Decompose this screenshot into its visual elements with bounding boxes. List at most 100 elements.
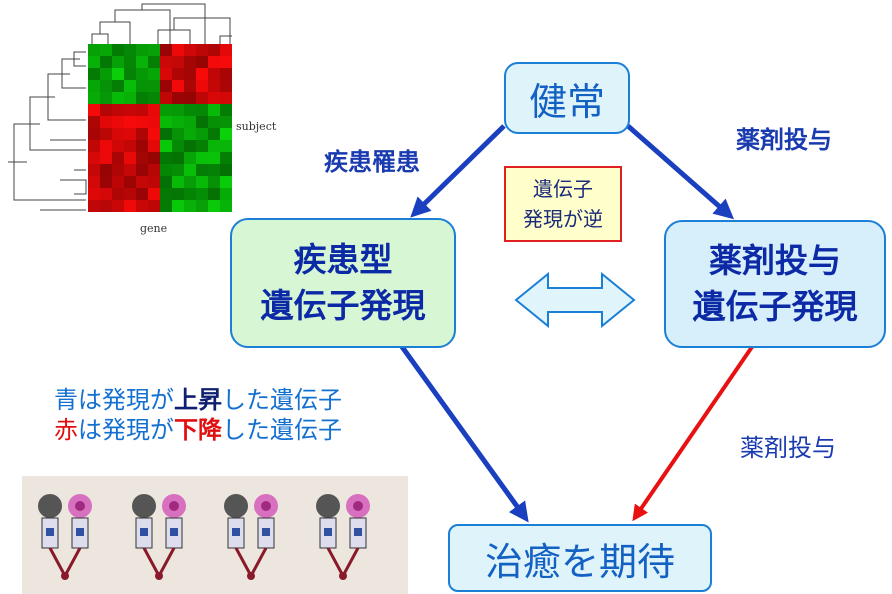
double-arrow-icon (514, 271, 636, 329)
heatmap-cell (220, 176, 232, 188)
heatmap-cell (100, 200, 112, 212)
heatmap-cell (148, 68, 160, 80)
heatmap-cell (160, 140, 172, 152)
arrow-drug-to-cure (632, 342, 756, 522)
heatmap-cell (112, 104, 124, 116)
heatmap-cell (100, 44, 112, 56)
heatmap-cell (148, 80, 160, 92)
heatmap-cell (208, 116, 220, 128)
heatmap-cell (208, 188, 220, 200)
heatmap-cell (208, 80, 220, 92)
heatmap-cell (100, 116, 112, 128)
heatmap-cell (124, 140, 136, 152)
heatmap-cell (112, 128, 124, 140)
heatmap-cell (220, 80, 232, 92)
heatmap-cell (196, 80, 208, 92)
edge-label-disease: 疾患罹患 (324, 148, 420, 176)
heatmap-cell (160, 200, 172, 212)
heatmap-cell (88, 176, 100, 188)
heatmap-cell (136, 188, 148, 200)
heatmap-cell (172, 188, 184, 200)
heatmap-cell (124, 152, 136, 164)
legend-line-up: 青は発現が上昇した遺伝子 (54, 386, 342, 414)
heatmap-cell (184, 140, 196, 152)
node-drug-line2: 遺伝子発現 (692, 287, 858, 326)
arrow-healthy-to-disease (410, 124, 506, 218)
heatmap-cell (112, 68, 124, 80)
heatmap-cell (88, 164, 100, 176)
node-disease-line2: 遺伝子発現 (260, 286, 426, 325)
heatmap-cell (220, 44, 232, 56)
heatmap-cell (172, 80, 184, 92)
heatmap-cell (184, 68, 196, 80)
heatmap-cell (160, 68, 172, 80)
heatmap-cell (196, 44, 208, 56)
node-drug-expression: 薬剤投与 遺伝子発現 (664, 220, 886, 348)
heatmap-cell (220, 200, 232, 212)
heatmap-cell (88, 152, 100, 164)
heatmap-cell (88, 44, 100, 56)
heatmap-cell (184, 44, 196, 56)
heatmap-cell (196, 164, 208, 176)
node-healthy: 健常 (504, 62, 630, 134)
heatmap-cell (196, 176, 208, 188)
heatmap-cell (136, 80, 148, 92)
heatmap-cell (100, 140, 112, 152)
heatmap-cell (112, 80, 124, 92)
heatmap-cell (172, 152, 184, 164)
heatmap-cell (196, 56, 208, 68)
heatmap-cell (172, 92, 184, 104)
heatmap-cell (136, 104, 148, 116)
heatmap-cell (100, 188, 112, 200)
heatmap-cell (112, 200, 124, 212)
node-cure-label: 治癒を期待 (484, 539, 675, 584)
heatmap-cell (148, 176, 160, 188)
heatmap-cell (112, 116, 124, 128)
heatmap-x-label: gene (140, 222, 168, 235)
heatmap-cell (100, 104, 112, 116)
receptor-pair (316, 494, 370, 580)
heatmap-cell (208, 56, 220, 68)
heatmap-cell (196, 104, 208, 116)
heatmap-cell (88, 92, 100, 104)
molecule-receptor-illustration (22, 476, 408, 594)
heatmap-cell (136, 176, 148, 188)
edge-label-drug-top: 薬剤投与 (736, 126, 832, 154)
heatmap-cell (148, 164, 160, 176)
heatmap-cell (184, 80, 196, 92)
heatmap-cell (172, 44, 184, 56)
heatmap-cell (88, 116, 100, 128)
heatmap-cell (208, 200, 220, 212)
heatmap-cell (112, 92, 124, 104)
heatmap-cell (124, 68, 136, 80)
heatmap-cell (184, 56, 196, 68)
arrow-disease-to-cure (397, 342, 529, 523)
heatmap-cell (172, 128, 184, 140)
heatmap-cell (220, 104, 232, 116)
heatmap-cell (124, 104, 136, 116)
heatmap-cell (160, 188, 172, 200)
heatmap-cell (136, 68, 148, 80)
heatmap-cell (208, 68, 220, 80)
heatmap-cell (172, 68, 184, 80)
receptor-pair (38, 494, 92, 580)
arrow-healthy-to-drug (626, 124, 735, 220)
node-disease-expression: 疾患型 遺伝子発現 (230, 218, 456, 348)
heatmap-cell (172, 116, 184, 128)
heatmap-cell (148, 200, 160, 212)
heatmap-cell (100, 164, 112, 176)
heatmap-cell (100, 68, 112, 80)
heatmap-cell (100, 92, 112, 104)
heatmap-cell (136, 116, 148, 128)
heatmap-cell (100, 56, 112, 68)
heatmap-cell (124, 44, 136, 56)
heatmap-cell (136, 164, 148, 176)
heatmap-cell (148, 56, 160, 68)
heatmap-cell (88, 80, 100, 92)
heatmap-y-label: subject (236, 120, 277, 133)
heatmap-cell (148, 44, 160, 56)
heatmap-cell (100, 176, 112, 188)
heatmap-cell (88, 104, 100, 116)
receptor-pair (132, 494, 186, 580)
